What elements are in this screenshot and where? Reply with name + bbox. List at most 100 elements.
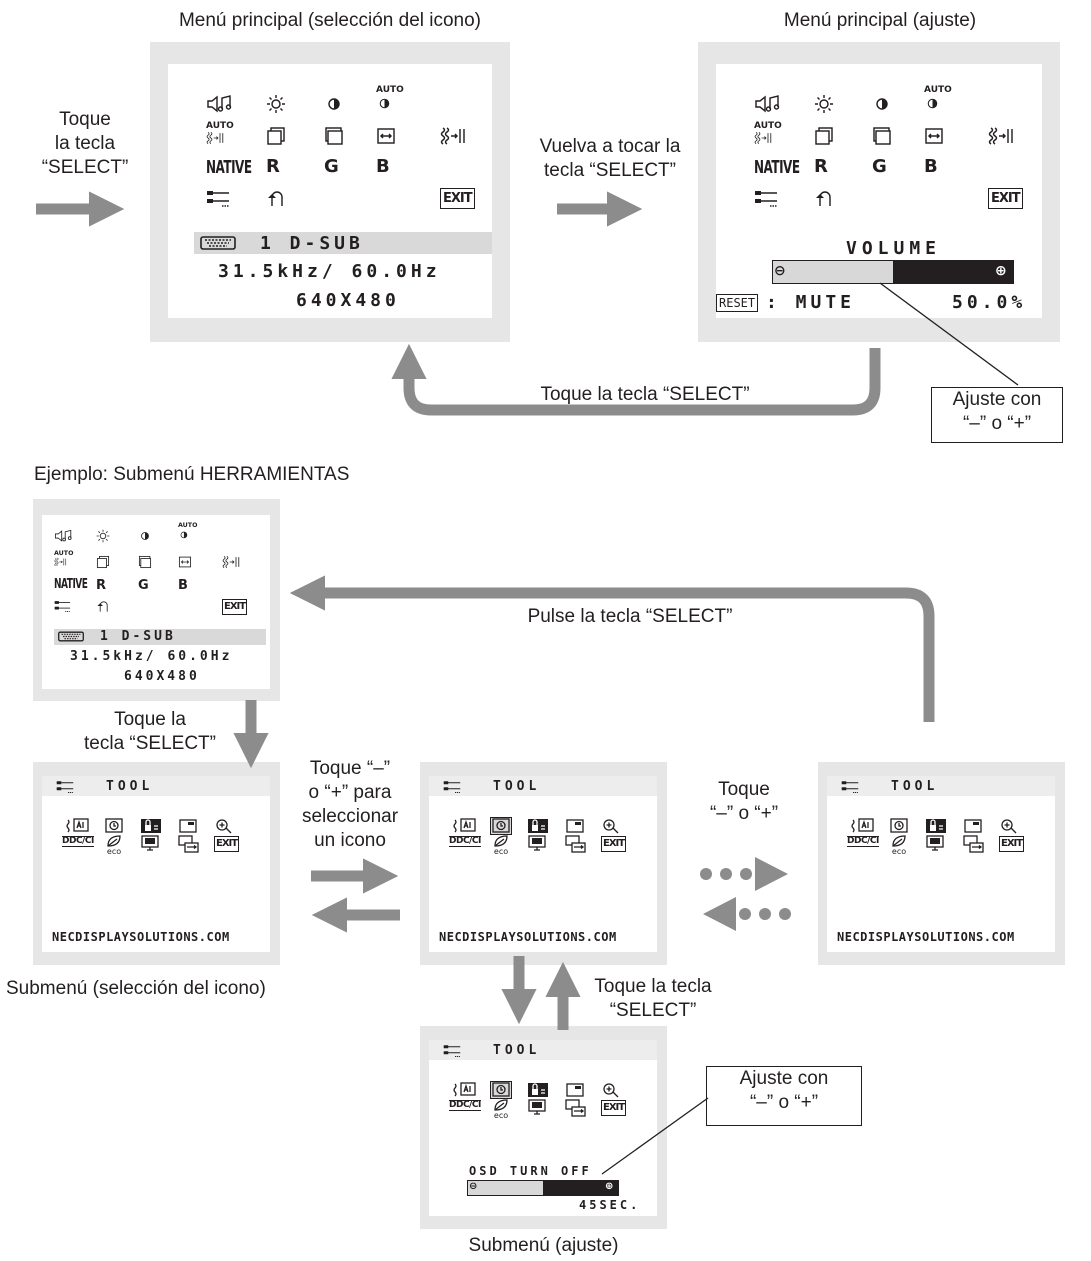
osd-timer-icon <box>490 817 512 835</box>
tools-icon <box>54 599 71 613</box>
adjust-callout-1: Ajuste con“–” o “+” <box>931 387 1063 443</box>
signal-info-icon <box>963 818 983 834</box>
language-icon <box>66 818 90 834</box>
monitor-info-icon <box>140 835 160 853</box>
color-r-label: R <box>96 578 107 593</box>
color-g-label: G <box>138 578 149 593</box>
minus-icon: ⊖ <box>774 263 786 279</box>
h-size-icon <box>924 126 944 146</box>
eco-icon: eco <box>491 834 511 856</box>
zoom-icon <box>999 818 1019 834</box>
osd-lock-icon <box>527 818 549 834</box>
callout-leader <box>601 1097 709 1175</box>
exit-icon: EXIT <box>999 836 1025 852</box>
eco-icon: eco <box>104 834 124 856</box>
contrast-icon <box>324 94 344 114</box>
color-r-label: R <box>814 156 828 177</box>
website-url: NECDISPLAYSOLUTIONS.COM <box>52 930 230 944</box>
vga-connector-icon <box>58 631 84 642</box>
osd-lock-icon <box>527 1082 549 1098</box>
native-icon: NATIVE <box>206 156 252 178</box>
language-icon <box>453 1082 477 1098</box>
plus-icon: ⊕ <box>605 1181 614 1192</box>
fine-icon <box>440 126 466 146</box>
osd-turn-off-bar: ⊖ ⊕ <box>467 1180 619 1196</box>
input-swap-icon <box>565 1099 587 1117</box>
osd-lock-icon <box>140 818 162 834</box>
press-select-label: Pulse la tecla “SELECT” <box>527 606 733 627</box>
tool-title: TOOL <box>493 1043 541 1058</box>
osd-lock-icon <box>925 818 947 834</box>
monitor-info-icon <box>527 835 547 853</box>
frequency-line: 31.5kHz/ 60.0Hz <box>70 649 233 664</box>
minus-icon: ⊖ <box>469 1181 478 1192</box>
language-icon <box>453 818 477 834</box>
input-swap-icon <box>178 835 200 853</box>
volume-bar-fill <box>773 261 893 283</box>
exit-icon: EXIT <box>601 1100 627 1116</box>
ddcci-icon: DDC/CI <box>449 1100 481 1111</box>
language-icon <box>851 818 875 834</box>
eco-icon: eco <box>889 834 909 856</box>
left-right-icon <box>266 126 286 146</box>
input-band <box>54 629 266 645</box>
volume-icon <box>754 94 782 114</box>
exit-icon: EXIT <box>440 188 475 209</box>
exit-icon: EXIT <box>601 836 627 852</box>
tool-screen-content: TOOL DDC/CI eco EXIT <box>429 1040 657 1216</box>
touch-select-label-3: Toque la tecla“SELECT” <box>594 976 712 1021</box>
input-band <box>194 232 492 254</box>
adjust-callout-2: Ajuste con“–” o “+” <box>706 1066 862 1126</box>
main-adjust-title: Menú principal (ajuste) <box>783 10 977 31</box>
auto-contrast-icon: AUTO <box>924 86 952 112</box>
fine-icon <box>988 126 1014 146</box>
color-g-label: G <box>872 156 887 177</box>
auto-adjust-icon: AUTO <box>54 550 73 567</box>
main-select-title: Menú principal (selección del icono) <box>178 10 482 31</box>
volume-bar: ⊖ ⊕ <box>772 260 1014 284</box>
input-swap-icon <box>963 835 985 853</box>
auto-adjust-icon: AUTO <box>206 122 234 145</box>
tool-header-band <box>429 776 657 796</box>
submenu-select-caption: Submenú (selección del icono) <box>6 978 266 999</box>
volume-value: 50.0% <box>952 292 1027 313</box>
ddcci-icon: DDC/CI <box>847 836 879 847</box>
left-right-icon <box>814 126 834 146</box>
tool-title: TOOL <box>891 779 939 794</box>
mute-label: : MUTE <box>766 292 856 313</box>
touch-select-back-label: Toque la tecla “SELECT” <box>540 384 750 405</box>
input-line: 1 D-SUB <box>100 629 176 644</box>
resolution-line: 640X480 <box>296 290 400 311</box>
color-b-label: B <box>376 156 390 177</box>
zoom-icon <box>601 818 621 834</box>
tools-icon <box>206 188 230 208</box>
auto-contrast-icon: AUTO <box>376 86 404 112</box>
native-icon: NATIVE <box>754 156 800 178</box>
exit-icon: EXIT <box>214 836 240 852</box>
eco-icon: eco <box>491 1098 511 1120</box>
brightness-icon <box>266 94 286 114</box>
monitor-info-icon <box>527 1099 547 1117</box>
factory-preset-icon <box>96 599 110 613</box>
vga-connector-icon <box>200 236 236 250</box>
tool-header-band <box>42 776 270 796</box>
tool-title: TOOL <box>493 779 541 794</box>
contrast-icon <box>872 94 892 114</box>
native-icon: NATIVE <box>54 577 88 593</box>
